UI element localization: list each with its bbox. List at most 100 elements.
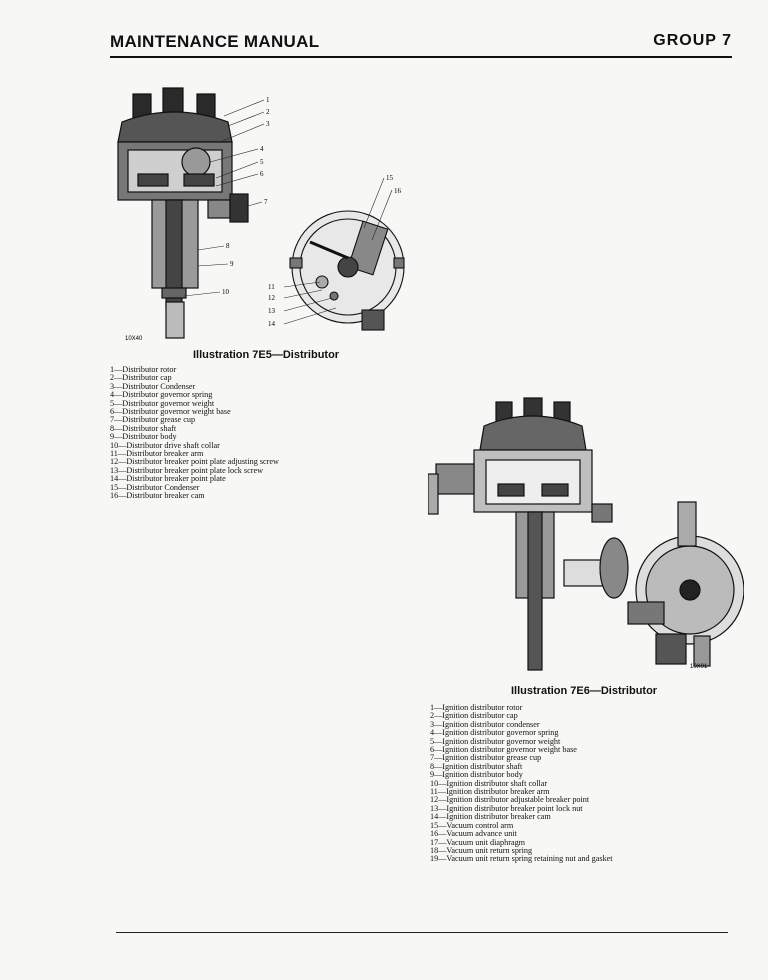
legend-text: Ignition distributor governor spring [442,728,559,738]
legend-number: 1 [430,703,435,712]
figure2-code: 10X91 [690,664,708,670]
legend-number: 17 [430,837,439,847]
legend-text: Ignition distributor governor weight [442,736,561,746]
legend-number: 2 [110,373,115,383]
figure1-caption: Illustration 7E5—Distributor [193,349,340,361]
legend-row: 13—Distributor breaker point plate lock … [110,465,279,475]
legend-number: 3 [430,719,435,729]
legend-row: 10—Distributor drive shaft collar [110,440,279,450]
callout-2: 2 [266,108,270,116]
callout-6: 6 [260,170,264,178]
legend-text: Ignition distributor shaft [442,761,523,771]
legend-number: 6 [430,745,435,755]
legend-text: Vacuum unit return spring [446,845,533,855]
legend-number: 15 [110,482,119,492]
legend-dash: — [437,787,447,797]
distributor-7e6-illustration: 10X91 [428,397,744,671]
legend-row: 14—Ignition distributor breaker cam [430,812,613,822]
legend-number: 8 [430,761,435,771]
group-label: GROUP 7 [653,32,732,49]
legend-text: Distributor breaker arm [126,449,204,459]
legend-dash: — [434,753,443,763]
legend-text: Distributor grease cup [122,415,196,425]
legend-row: 13—Ignition distributor breaker point lo… [430,803,613,813]
legend-row: 2—Ignition distributor cap [430,711,613,721]
legend-number: 3 [110,381,115,391]
legend-dash: — [438,795,447,805]
legend-dash: — [434,719,443,729]
legend-row: 7—Distributor grease cup [110,415,279,425]
legend-row: 7—Ignition distributor grease cup [430,753,613,763]
legend-row: 15—Vacuum control arm [430,820,613,830]
legend-number: 2 [430,711,435,721]
legend-row: 19—Vacuum unit return spring retaining n… [430,854,613,864]
legend-number: 16 [110,491,119,501]
legend-row: 10—Ignition distributor shaft collar [430,778,613,788]
legend-row: 9—Ignition distributor body [430,770,613,780]
legend-number: 14 [430,812,439,822]
legend-row: 6—Ignition distributor governor weight b… [430,745,613,755]
legend-text: Ignition distributor breaker arm [446,787,550,797]
legend-row: 8—Distributor shaft [110,423,279,433]
legend-number: 10 [430,778,439,788]
legend-text: Ignition distributor adjustable breaker … [446,795,590,805]
legend-number: 13 [430,803,439,813]
legend-dash: — [118,474,127,484]
legend-text: Ignition distributor breaker point lock … [446,803,583,813]
legend-dash: — [438,812,447,822]
legend-row: 11—Ignition distributor breaker arm [430,787,613,797]
bottom-rule [116,932,728,933]
legend-text: Distributor breaker point plate [126,474,226,484]
legend-row: 9—Distributor body [110,432,279,442]
legend-text: Ignition distributor shaft collar [446,778,548,788]
legend-number: 12 [430,795,439,805]
legend-text: Distributor breaker cam [126,491,205,501]
legend-number: 7 [430,753,435,763]
legend-dash: — [434,745,443,755]
legend-dash: — [118,482,127,492]
legend-text: Vacuum control arm [446,820,514,830]
legend-number: 9 [110,432,115,442]
callout-16: 16 [394,187,402,195]
legend-dash: — [434,761,443,771]
legend-text: Distributor governor weight [122,398,215,408]
legend-dash: — [114,390,123,400]
legend-text: Distributor governor weight base [122,407,231,417]
legend-text: Ignition distributor grease cup [442,753,542,763]
callout-4: 4 [260,145,264,153]
legend-text: Vacuum advance unit [446,829,517,839]
legend-text: Distributor governor spring [122,390,213,400]
legend-number: 5 [110,398,115,408]
legend-row: 15—Distributor Condenser [110,482,279,492]
legend-dash: — [438,829,447,839]
callout-7: 7 [264,198,268,206]
legend-dash: — [114,423,123,433]
legend-dash: — [438,854,447,864]
legend-dash: — [434,711,443,721]
legend-number: 7 [110,415,115,425]
legend-dash: — [114,398,123,408]
callout-8: 8 [226,242,230,250]
legend-row: 4—Distributor governor spring [110,390,279,400]
manual-title: MAINTENANCE MANUAL [110,32,320,51]
legend-text: Ignition distributor body [442,770,523,780]
page-header: MAINTENANCE MANUAL GROUP 7 [110,30,732,58]
legend-text: Distributor breaker point plate lock scr… [126,465,264,475]
legend-text: Vacuum unit return spring retaining nut … [446,854,613,864]
legend-text: Ignition distributor breaker cam [446,812,551,822]
legend-dash: — [118,440,127,450]
legend-number: 19 [430,854,439,864]
legend-row: 16—Distributor breaker cam [110,491,279,501]
legend-dash: — [114,415,123,425]
callout-10: 10 [222,288,230,296]
legend-number: 9 [430,770,435,780]
legend-dash: — [434,770,443,780]
legend-number: 5 [430,736,435,746]
legend-dash: — [114,432,123,442]
legend-number: 13 [110,465,119,475]
legend-dash: — [117,449,127,459]
legend-number: 6 [110,407,115,417]
legend-row: 18—Vacuum unit return spring [430,845,613,855]
callout-9: 9 [230,260,234,268]
